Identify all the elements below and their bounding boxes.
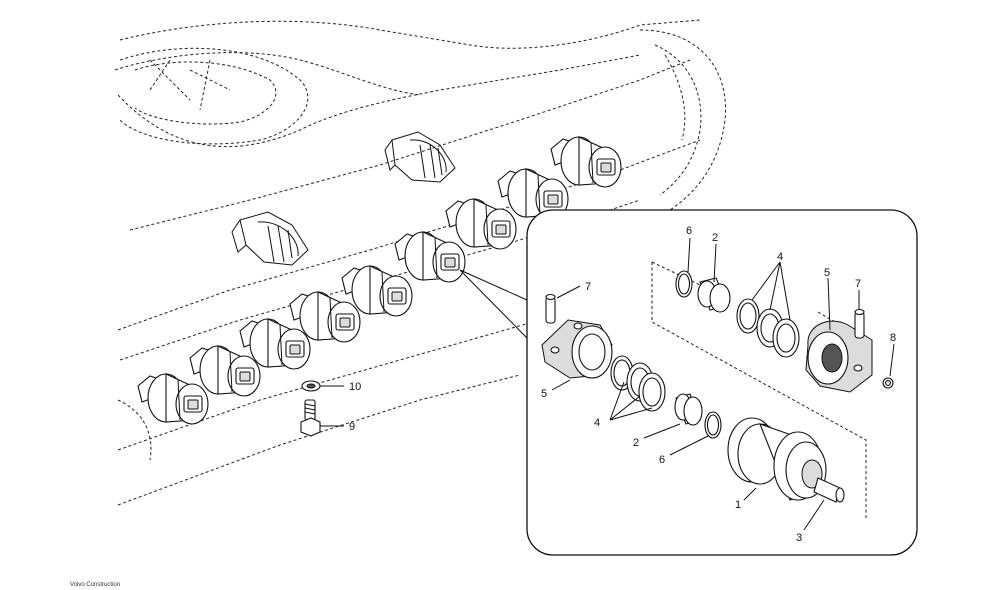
track-roller [497, 168, 569, 220]
track-roller [394, 231, 466, 283]
snap-ring-6-left [704, 411, 722, 439]
o-ring-set-4-right [736, 298, 800, 358]
carrier-roller-lower [231, 211, 309, 266]
callout-2-left: 2 [633, 437, 639, 449]
track-roller [189, 345, 261, 397]
track-roller [550, 136, 622, 188]
footer-brand: Volvo Construction [70, 582, 121, 588]
track-roller [137, 373, 209, 425]
snap-ring-6-right [675, 270, 693, 298]
callout-4-left: 4 [594, 417, 600, 429]
leader-lines [320, 237, 895, 531]
pin-part-7-right [854, 308, 865, 339]
pin-part-7-left [545, 293, 556, 324]
callout-1: 1 [735, 499, 741, 511]
callout-8: 8 [890, 332, 896, 344]
collar-part-5-right [805, 320, 873, 393]
washer-part-10 [301, 380, 321, 392]
bushing-part-2-left [674, 393, 703, 426]
carrier-roller-upper [384, 131, 456, 183]
callout-2-right: 2 [712, 232, 718, 244]
callout-6-right: 6 [686, 225, 692, 237]
collar-part-5-left [541, 319, 613, 379]
callout-10: 10 [349, 381, 361, 393]
detail-leader-wedge [459, 269, 528, 339]
bolt-part-9 [300, 399, 321, 437]
callout-9: 9 [349, 421, 355, 433]
callout-4-right: 4 [777, 251, 783, 263]
callout-7-right: 7 [855, 278, 861, 290]
o-ring-set-4-left [610, 355, 666, 412]
track-roller [289, 291, 361, 343]
track-roller [341, 265, 413, 317]
callout-6-left: 6 [659, 454, 665, 466]
callout-3: 3 [796, 532, 802, 544]
plug-part-8 [882, 377, 894, 389]
track-roller [239, 318, 311, 370]
track-roller [445, 198, 517, 250]
bushing-part-2-right [697, 277, 731, 313]
callout-5-right: 5 [824, 267, 830, 279]
callout-7-left: 7 [585, 281, 591, 293]
shaft-part-3 [813, 477, 845, 503]
callout-5-left: 5 [541, 388, 547, 400]
callout-labels: 10 9 7 5 4 2 6 1 3 6 2 4 5 7 8 [349, 225, 896, 544]
track-roller-row [137, 136, 622, 425]
